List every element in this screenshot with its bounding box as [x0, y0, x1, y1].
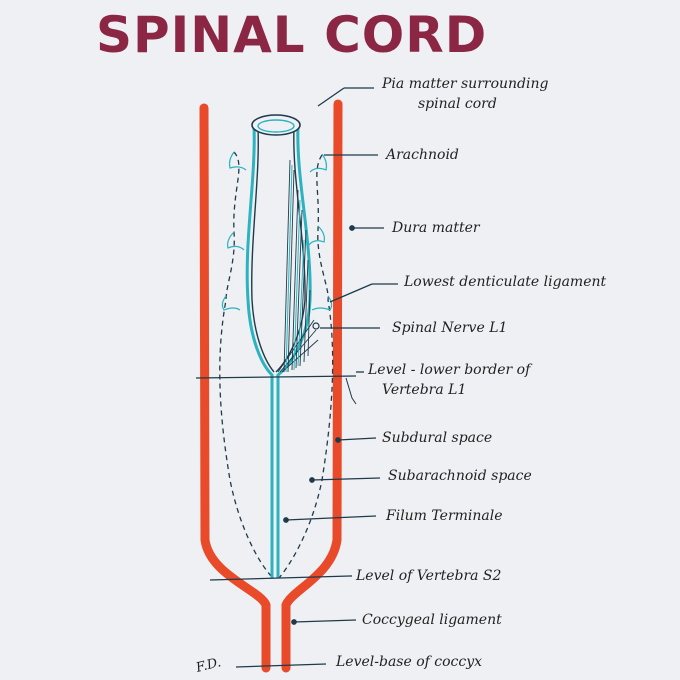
level-coccyx-line: [235, 663, 327, 668]
label-spinal-nerve-l1: Spinal Nerve L1: [392, 320, 508, 336]
spinal-nerve-l1-point: [312, 322, 320, 330]
level-l1-tick: [345, 377, 357, 405]
pia-left: [245, 125, 274, 578]
cord-outline-right: [275, 127, 306, 373]
level-l1-line: [195, 375, 357, 379]
cord-top-inner: [257, 119, 295, 133]
diagram-title: SPINAL CORD: [96, 6, 488, 64]
label-level-l1: Level - lower border of Vertebra L1: [368, 362, 531, 398]
denticulate-ligaments: [221, 151, 333, 311]
dura-left-wall: [199, 103, 271, 673]
arachnoid-right: [278, 154, 334, 579]
nerve-roots: [277, 159, 319, 373]
label-lowest-denticulate-ligament: Lowest denticulate ligament: [404, 274, 607, 290]
dura-right-wall: [281, 99, 343, 673]
label-subarachnoid-space: Subarachnoid space: [388, 468, 532, 484]
arachnoid-left: [219, 151, 274, 579]
leader-lines: [283, 87, 398, 625]
pia-right: [276, 125, 312, 578]
cord-outline-left: [251, 127, 275, 373]
label-pia-matter: Pia matter surrounding spinal cord: [382, 76, 549, 112]
label-coccygeal-ligament: Coccygeal ligament: [362, 612, 502, 628]
label-level-s2: Level of Vertebra S2: [356, 568, 502, 584]
label-dura-matter: Dura matter: [392, 220, 480, 236]
level-s2-line: [209, 575, 351, 581]
label-level-coccyx: Level-base of coccyx: [336, 654, 483, 670]
nerve-roots-teal: [285, 164, 305, 373]
label-subdural-space: Subdural space: [382, 430, 493, 446]
label-arachnoid: Arachnoid: [386, 147, 459, 163]
label-filum-terminale: Filum Terminale: [386, 508, 503, 524]
